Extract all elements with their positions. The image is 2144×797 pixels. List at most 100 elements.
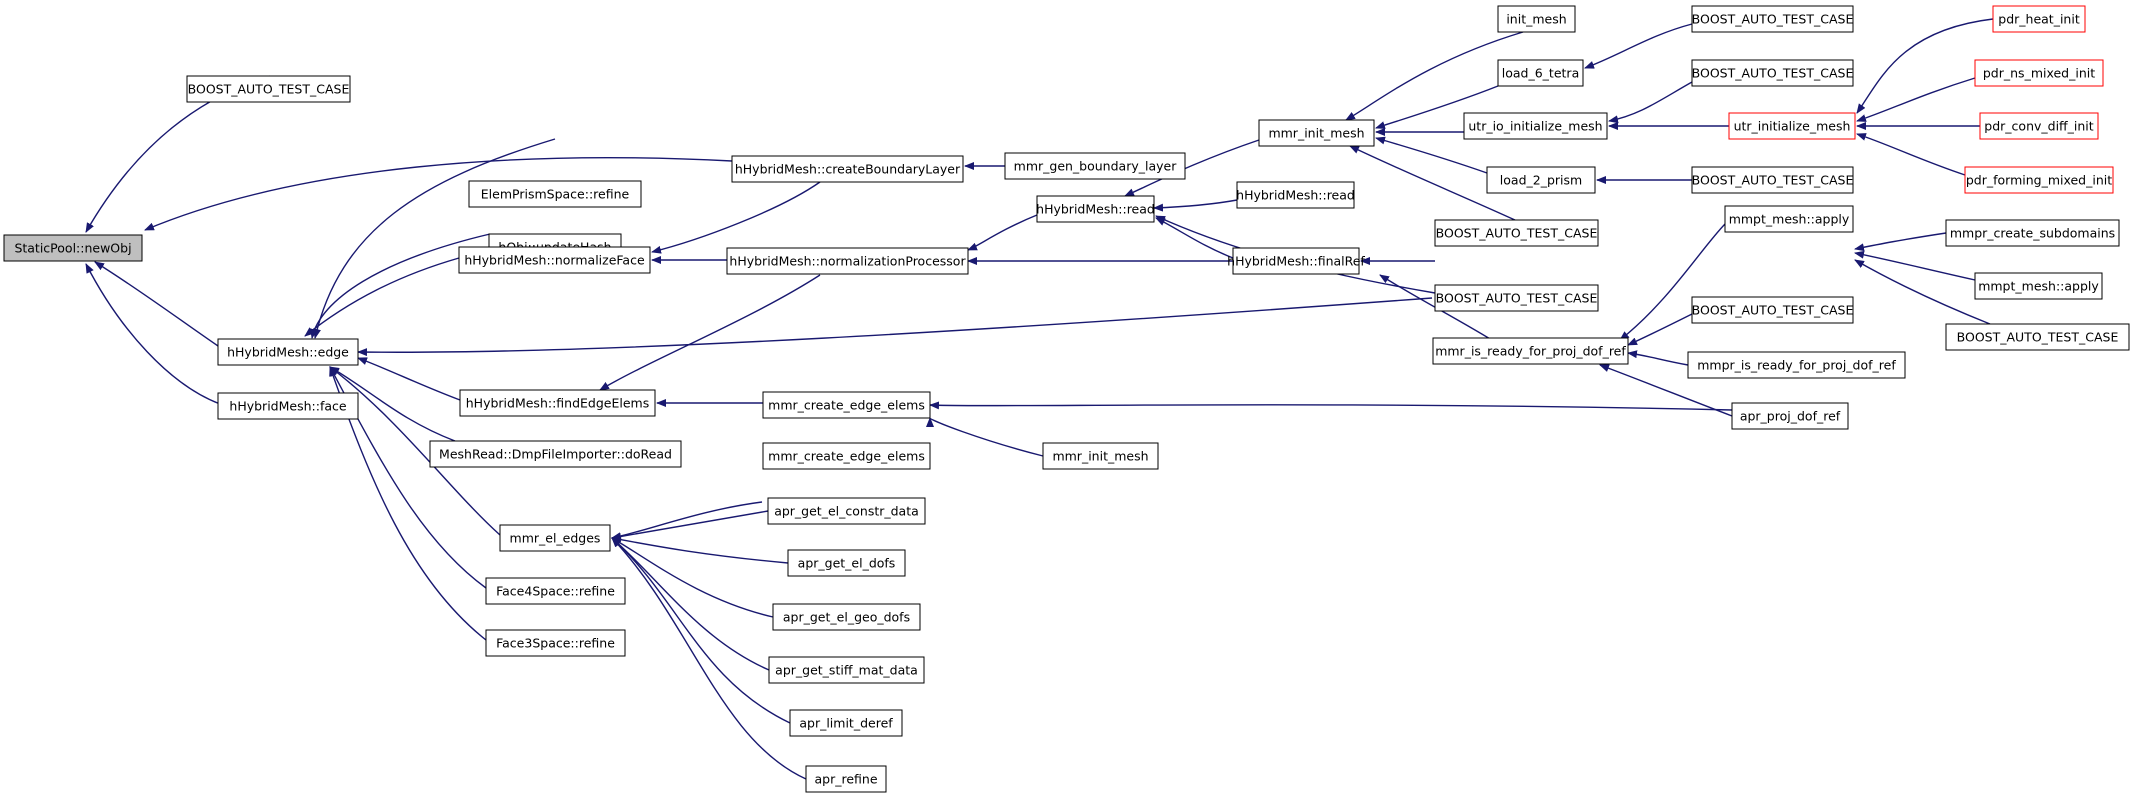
edge-hread1-normproc: [967, 214, 1038, 251]
node-utrinit[interactable]: utr_initialize_mesh: [1728, 112, 1856, 140]
node-hread1[interactable]: hHybridMesh::read: [1036, 195, 1155, 223]
node-label: apr_get_el_dofs: [798, 556, 896, 571]
node-isready[interactable]: mmr_is_ready_for_proj_dof_ref: [1432, 337, 1629, 365]
node-label: utr_io_initialize_mesh: [1468, 119, 1602, 134]
node-label: MeshRead::DmpFileImporter::doRead: [439, 447, 672, 462]
node-label: mmpr_create_subdomains: [1950, 226, 2115, 241]
node-mmpt_apply[interactable]: mmpt_mesh::apply: [1724, 205, 1854, 233]
node-hread2[interactable]: hHybridMesh::read: [1236, 181, 1355, 209]
node-init_mesh[interactable]: init_mesh: [1497, 5, 1576, 33]
node-label: init_mesh: [1506, 12, 1566, 27]
node-ns[interactable]: pdr_ns_mixed_init: [1974, 59, 2104, 87]
node-box: [1432, 337, 1629, 365]
node-label: hHybridMesh::normalizeFace: [464, 253, 645, 268]
node-conv[interactable]: pdr_conv_diff_init: [1979, 112, 2099, 140]
node-meshread[interactable]: MeshRead::DmpFileImporter::doRead: [429, 440, 682, 468]
node-label: pdr_heat_init: [1998, 12, 2080, 27]
node-box: [3, 234, 143, 262]
node-heat[interactable]: pdr_heat_init: [1992, 5, 2086, 33]
node-label: hHybridMesh::finalRef: [1227, 254, 1365, 269]
node-initmesh[interactable]: mmr_init_mesh: [1258, 119, 1375, 147]
node-load2[interactable]: load_2_prism: [1486, 166, 1596, 194]
node-subdom[interactable]: mmpr_create_subdomains: [1945, 219, 2120, 247]
node-box: [762, 442, 931, 470]
node-stiff[interactable]: apr_get_stiff_mat_data: [768, 656, 925, 684]
node-cee1[interactable]: mmr_create_edge_elems: [762, 391, 931, 419]
node-box: [772, 603, 921, 631]
node-box: [1945, 323, 2130, 351]
node-box: [468, 180, 642, 208]
edge-mmprready-isready: [1627, 350, 1689, 366]
node-bat_ma[interactable]: BOOST_AUTO_TEST_CASE: [1945, 323, 2130, 351]
node-label: mmpt_mesh::apply: [1729, 212, 1850, 227]
node-box: [217, 392, 359, 420]
node-bat_top[interactable]: BOOST_AUTO_TEST_CASE: [186, 75, 351, 103]
edge-face-root: [85, 263, 221, 405]
node-createBL[interactable]: hHybridMesh::createBoundaryLayer: [731, 155, 964, 183]
node-box: [1497, 5, 1576, 33]
node-box: [1036, 195, 1155, 223]
node-label: load_6_tetra: [1502, 66, 1579, 81]
node-forming[interactable]: pdr_forming_mixed_init: [1964, 166, 2114, 194]
node-el_edges[interactable]: mmr_el_edges: [499, 524, 611, 552]
node-refine[interactable]: apr_refine: [805, 765, 887, 793]
node-bat_im[interactable]: BOOST_AUTO_TEST_CASE: [1434, 219, 1599, 247]
node-edge[interactable]: hHybridMesh::edge: [217, 338, 359, 366]
node-box: [1434, 284, 1599, 312]
node-findedge[interactable]: hHybridMesh::findEdgeElems: [459, 389, 656, 417]
node-apr_proj[interactable]: apr_proj_dof_ref: [1731, 402, 1849, 430]
node-box: [458, 246, 651, 274]
node-box: [186, 75, 351, 103]
node-face[interactable]: hHybridMesh::face: [217, 392, 359, 420]
node-gen_bl[interactable]: mmr_gen_boundary_layer: [1004, 152, 1186, 180]
node-bat_utr[interactable]: BOOST_AUTO_TEST_CASE: [1691, 59, 1854, 87]
node-label: BOOST_AUTO_TEST_CASE: [1692, 303, 1854, 318]
edge-mmptapply2-mmptapply: [1854, 250, 1976, 281]
node-label: mmr_is_ready_for_proj_dof_ref: [1435, 344, 1626, 359]
edge-batma-mmptapply: [1854, 259, 1991, 325]
node-limit[interactable]: apr_limit_deref: [789, 709, 903, 737]
node-initmesh_b[interactable]: mmr_init_mesh: [1042, 442, 1159, 470]
node-label: BOOST_AUTO_TEST_CASE: [1436, 291, 1598, 306]
nodes-layer: StaticPool::newObjBOOST_AUTO_TEST_CASEhH…: [3, 5, 2130, 793]
node-bat_l6[interactable]: BOOST_AUTO_TEST_CASE: [1691, 5, 1854, 33]
node-finalref[interactable]: hHybridMesh::finalRef: [1227, 247, 1365, 275]
node-constr[interactable]: apr_get_el_constr_data: [767, 497, 926, 525]
node-bat_ir[interactable]: BOOST_AUTO_TEST_CASE: [1691, 296, 1854, 324]
node-dofs[interactable]: apr_get_el_dofs: [787, 549, 906, 577]
node-mmpt_apply2[interactable]: mmpt_mesh::apply: [1974, 272, 2103, 300]
node-label: hHybridMesh::createBoundaryLayer: [735, 162, 961, 177]
edge-subdom-mmptapply: [1854, 232, 1947, 252]
node-box: [1691, 5, 1854, 33]
edge-load2-initmesh: [1375, 136, 1488, 174]
node-label: hHybridMesh::edge: [227, 345, 349, 360]
node-label: apr_limit_deref: [799, 716, 893, 731]
node-face3[interactable]: Face3Space::refine: [485, 629, 626, 657]
edge-aprproj-cee1: [929, 401, 1733, 411]
node-box: [731, 155, 964, 183]
node-box: [1731, 402, 1849, 430]
node-elemprism[interactable]: ElemPrismSpace::refine: [468, 180, 642, 208]
node-geodofs[interactable]: apr_get_el_geo_dofs: [772, 603, 921, 631]
node-mmpr_ready[interactable]: mmpr_is_ready_for_proj_dof_ref: [1687, 351, 1906, 379]
node-box: [1434, 219, 1599, 247]
node-normproc[interactable]: hHybridMesh::normalizationProcessor: [726, 247, 969, 275]
edge-eledges-edge: [329, 366, 501, 536]
edge-batmid-edge: [357, 297, 1433, 357]
node-load6[interactable]: load_6_tetra: [1497, 59, 1584, 87]
node-box: [1979, 112, 2099, 140]
node-label: apr_get_el_constr_data: [774, 504, 919, 519]
edge-aprproj-isready: [1599, 364, 1733, 417]
node-utrio[interactable]: utr_io_initialize_mesh: [1463, 112, 1608, 140]
node-bat_mid[interactable]: BOOST_AUTO_TEST_CASE: [1434, 284, 1599, 312]
node-box: [1691, 166, 1854, 194]
node-box: [1042, 442, 1159, 470]
node-normface[interactable]: hHybridMesh::normalizeFace: [458, 246, 651, 274]
node-box: [485, 629, 626, 657]
node-bat_l2[interactable]: BOOST_AUTO_TEST_CASE: [1691, 166, 1854, 194]
node-box: [1258, 119, 1375, 147]
edge-batim-initmesh: [1349, 145, 1516, 221]
node-cee2[interactable]: mmr_create_edge_elems: [762, 442, 931, 470]
node-face4[interactable]: Face4Space::refine: [485, 577, 626, 605]
node-root[interactable]: StaticPool::newObj: [3, 234, 143, 262]
